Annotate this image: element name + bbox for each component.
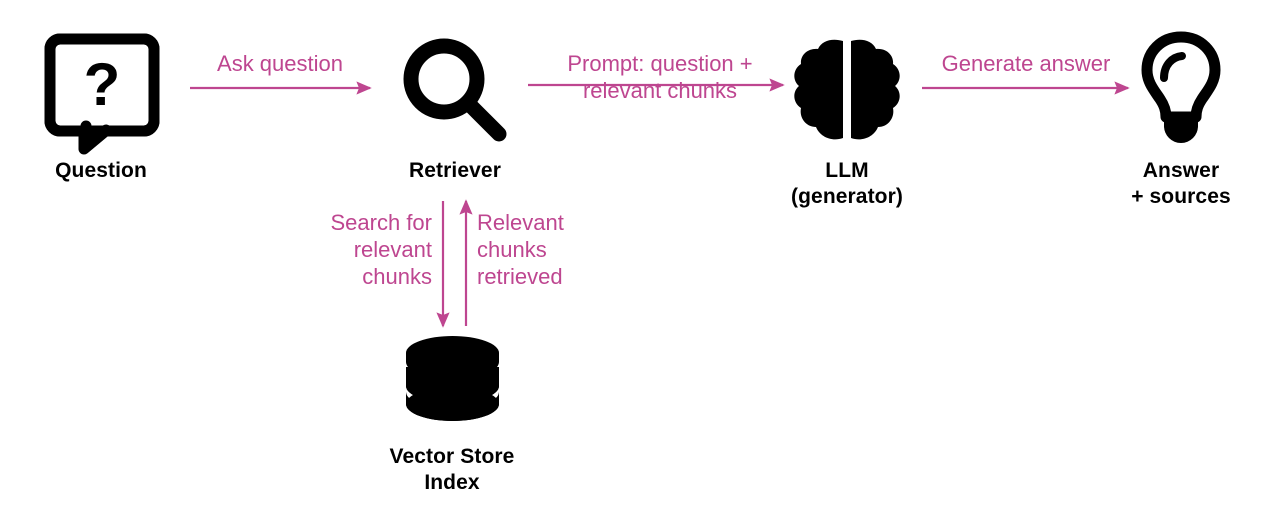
edge-label-generate-answer: Generate answer	[941, 51, 1111, 76]
lightbulb-icon	[1141, 31, 1221, 143]
edge-label-ask-question: Ask question	[217, 51, 343, 76]
edge-label-chunks-retrieved: Relevant chunks retrieved	[477, 210, 564, 289]
edge-label-prompt: Prompt: question + relevant chunks	[567, 51, 753, 103]
speech-bubble-question-icon: ?	[44, 33, 160, 155]
svg-text:?: ?	[84, 51, 121, 118]
magnifying-glass-icon	[403, 38, 507, 142]
node-label-llm: LLM (generator)	[791, 159, 903, 208]
node-label-vector-store: Vector Store Index	[389, 445, 515, 494]
node-label-answer: Answer + sources	[1131, 159, 1231, 208]
node-label-question: Question	[55, 159, 147, 182]
edge-label-search-for-chunks: Search for relevant chunks	[330, 210, 433, 289]
brain-icon	[794, 39, 900, 140]
node-label-retriever: Retriever	[409, 159, 501, 182]
database-cylinder-icon	[406, 336, 499, 421]
